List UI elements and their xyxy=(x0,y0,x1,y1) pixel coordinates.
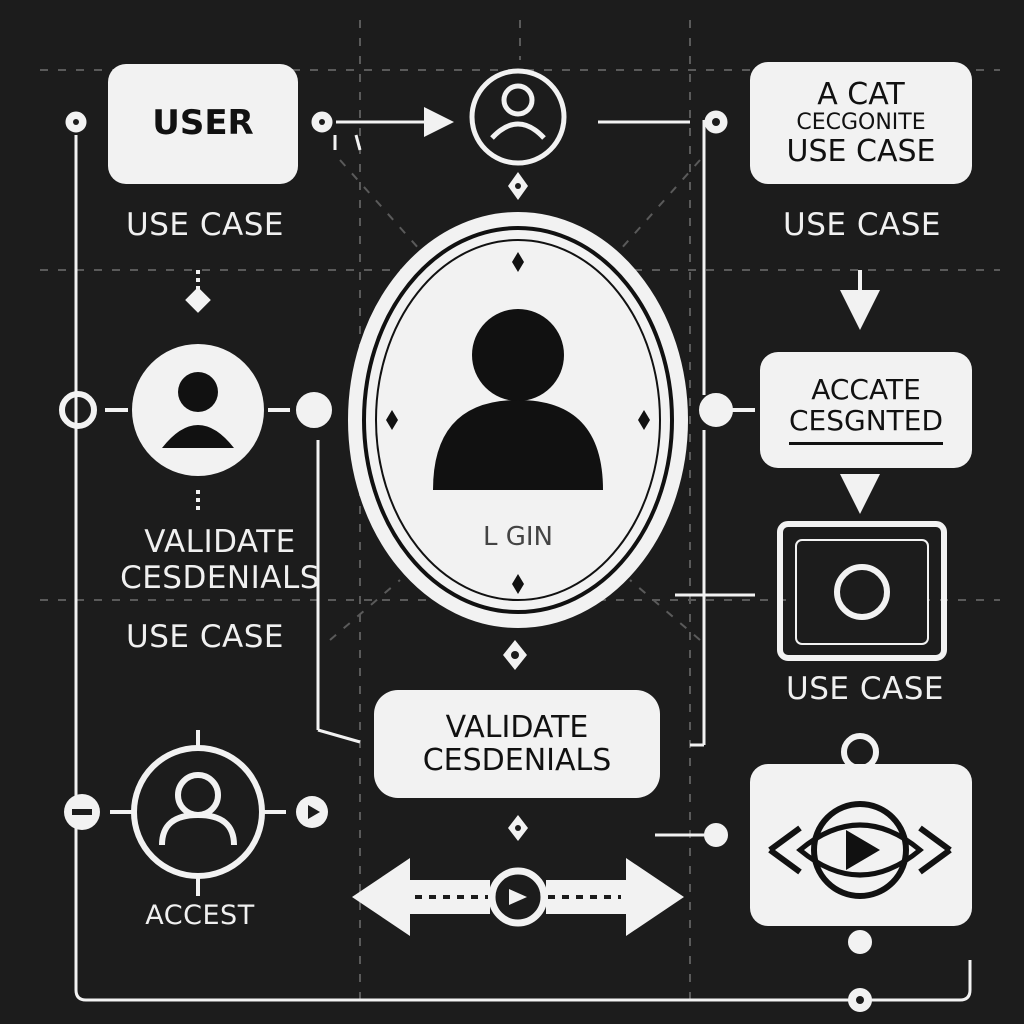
access-label: ACCEST xyxy=(145,900,255,931)
login-label: L GIN xyxy=(482,522,553,552)
double-arrow-icon xyxy=(352,815,684,936)
play-icon-box xyxy=(750,764,972,926)
user-icon-top xyxy=(469,68,567,166)
top-right-box-line2: CECGONITE xyxy=(796,109,926,135)
validate-box-line2: CESDENIALS xyxy=(422,743,612,778)
user-box: USER xyxy=(108,64,298,184)
connector-diamond-top xyxy=(508,172,528,200)
user-icon-bottom-left xyxy=(64,730,328,896)
right-use-case-bottom: USE CASE xyxy=(786,671,944,707)
left-validate-credentials: VALIDATE CESDENIALS xyxy=(90,524,350,596)
top-right-box-line3: USE CASE xyxy=(786,134,936,170)
connector-diamond-login-bottom xyxy=(503,640,527,670)
top-right-box-line1: A CAT xyxy=(817,76,905,112)
right-middle-box-line1: ACCATE xyxy=(811,372,921,406)
frame-lines xyxy=(74,120,972,1002)
validate-credentials-box: VALIDATE CESDENIALS xyxy=(374,690,660,798)
left-validate-line2: CESDENIALS xyxy=(120,559,320,596)
left-use-case-top: USE CASE xyxy=(126,207,284,243)
top-arrows xyxy=(65,107,728,137)
right-middle-box: ACCATE CESGNTED xyxy=(760,352,972,468)
validate-box-line1: VALIDATE xyxy=(445,710,589,745)
record-icon xyxy=(777,521,947,661)
user-icon-login xyxy=(433,309,603,490)
user-box-text: USER xyxy=(152,103,254,144)
login-ellipse-diamonds xyxy=(386,252,650,594)
right-middle-box-line2: CESGNTED xyxy=(788,405,943,446)
right-use-case-top: USE CASE xyxy=(783,207,941,243)
left-use-case-bottom: USE CASE xyxy=(126,619,284,655)
left-middle-connectors xyxy=(59,270,332,510)
left-validate-line1: VALIDATE xyxy=(144,524,296,560)
top-right-box: A CAT CECGONITE USE CASE xyxy=(750,62,972,184)
user-icon-left-middle xyxy=(132,344,264,476)
play-icon xyxy=(846,830,880,870)
